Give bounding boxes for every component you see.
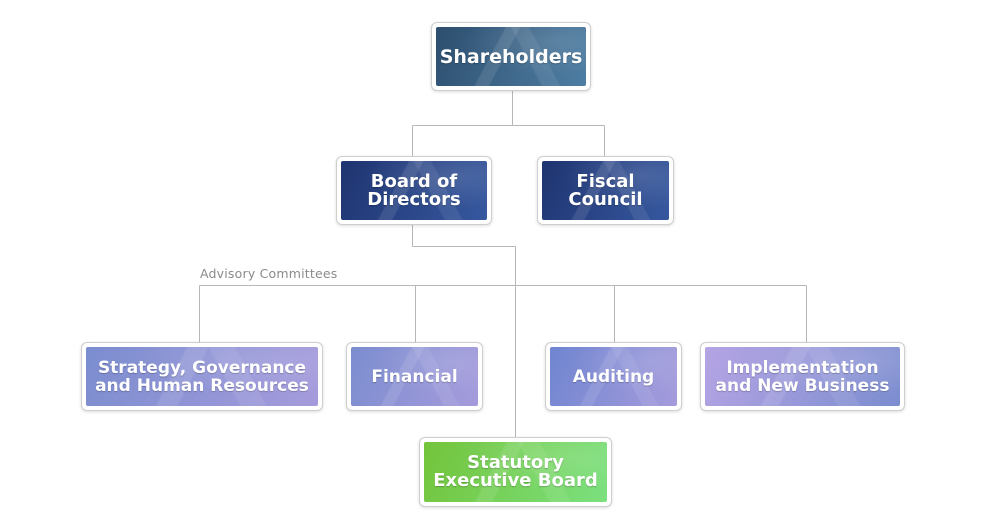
node-statutory-executive-board-label: Statutory Executive Board [433,452,598,491]
node-auditing[interactable]: Auditing [545,342,682,411]
advisory-committees-label: Advisory Committees [200,266,338,281]
node-financial-box: Financial [351,347,478,406]
node-board-of-directors[interactable]: Board of Directors [336,156,492,225]
node-shareholders-label: Shareholders [439,45,583,68]
node-auditing-label: Auditing [572,366,655,387]
node-financial-label: Financial [371,366,458,387]
node-implementation-new-business-box: Implementation and New Business [705,347,900,406]
node-board-of-directors-label: Board of Directors [367,170,461,210]
node-fiscal-council-box: Fiscal Council [542,161,669,220]
node-shareholders-box: Shareholders [436,27,586,86]
node-implementation-new-business[interactable]: Implementation and New Business [700,342,905,411]
node-implementation-new-business-label: Implementation and New Business [715,357,890,396]
node-strategy-governance-hr-box: Strategy, Governance and Human Resources [86,347,318,406]
node-shareholders[interactable]: Shareholders [431,22,591,91]
node-statutory-executive-board[interactable]: Statutory Executive Board [419,437,612,507]
node-auditing-box: Auditing [550,347,677,406]
node-board-of-directors-box: Board of Directors [341,161,487,220]
node-financial[interactable]: Financial [346,342,483,411]
node-statutory-executive-board-box: Statutory Executive Board [424,442,607,502]
node-fiscal-council-label: Fiscal Council [568,170,643,210]
node-strategy-governance-hr-label: Strategy, Governance and Human Resources [95,357,309,396]
node-strategy-governance-hr[interactable]: Strategy, Governance and Human Resources [81,342,323,411]
node-fiscal-council[interactable]: Fiscal Council [537,156,674,225]
